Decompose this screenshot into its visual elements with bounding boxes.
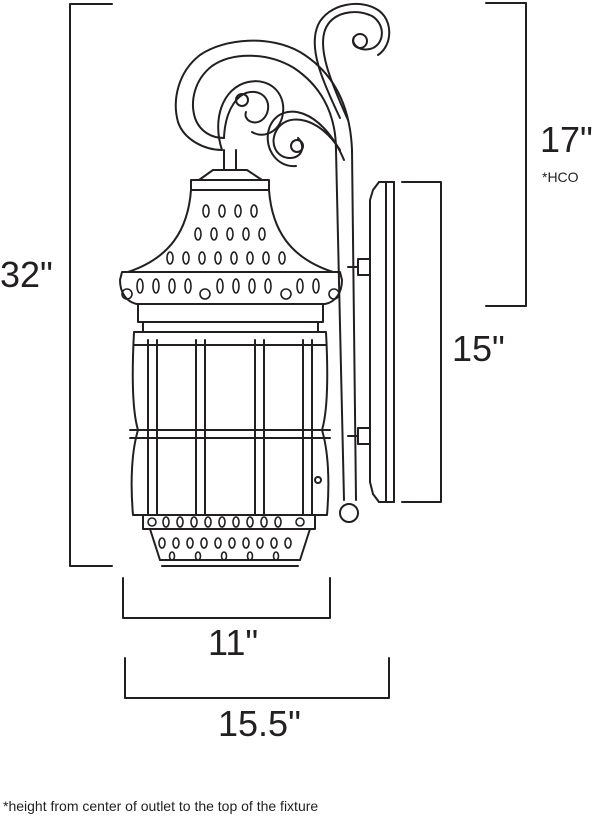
overall-height-label: 32" — [0, 254, 53, 295]
extension-dimension-bracket — [124, 657, 390, 699]
backplate-height-label: 15" — [452, 328, 505, 369]
extension-label: 15.5" — [218, 703, 301, 744]
hco-height-label: 17" — [540, 119, 593, 160]
height-dimension-bracket — [69, 3, 113, 567]
lantern-cage — [129, 331, 331, 516]
hco-dimension-bracket — [485, 2, 527, 307]
hco-footnote: *height from center of outlet to the top… — [3, 798, 319, 814]
rivets — [121, 288, 340, 527]
width-label: 11" — [208, 622, 259, 663]
cap-perforations — [136, 204, 320, 294]
width-dimension-bracket — [122, 577, 331, 619]
scroll-arm — [174, 2, 391, 523]
wall-backplate — [347, 181, 395, 503]
backplate-dimension-bracket — [401, 181, 442, 503]
bottom-perforations — [158, 516, 292, 561]
lantern-cap — [119, 169, 343, 333]
hco-marker-label: *HCO — [542, 169, 579, 185]
